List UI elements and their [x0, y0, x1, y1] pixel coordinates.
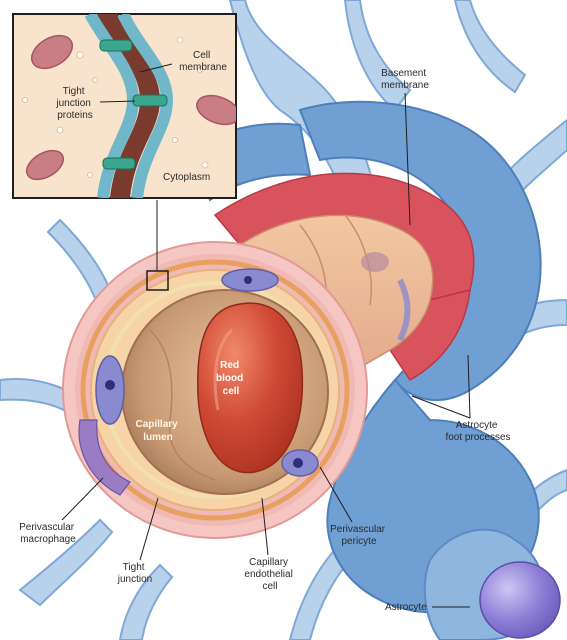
label-basement-membrane: Basement membrane — [381, 68, 429, 91]
label-perivascular-pericyte: Perivascular pericyte — [330, 524, 388, 547]
label-capillary-lumen: Capillary lumen — [135, 419, 180, 443]
label-cell-membrane: Cell membrane — [179, 50, 227, 73]
label-capillary-endothelial-cell: Capillary endothelial cell — [244, 557, 295, 592]
label-tight-junction: Tight junction — [117, 562, 152, 585]
label-cytoplasm: Cytoplasm — [163, 172, 210, 183]
label-astrocyte: Astrocyte — [385, 602, 427, 613]
red-blood-cell — [196, 302, 304, 474]
astrocyte-cell — [423, 528, 561, 640]
label-red-blood-cell: Red blood cell — [216, 360, 246, 397]
label-perivascular-macrophage: Perivascular macrophage — [19, 522, 77, 545]
label-tight-junction-proteins: Tight junction proteins — [55, 86, 93, 121]
endothelial-cells — [95, 268, 319, 477]
perivascular-macrophage — [78, 419, 131, 496]
label-astrocyte-foot-processes: Astrocyte foot processes — [445, 420, 510, 443]
tight-junction-inset: Cell membrane Tight junction proteins Cy… — [12, 13, 237, 199]
